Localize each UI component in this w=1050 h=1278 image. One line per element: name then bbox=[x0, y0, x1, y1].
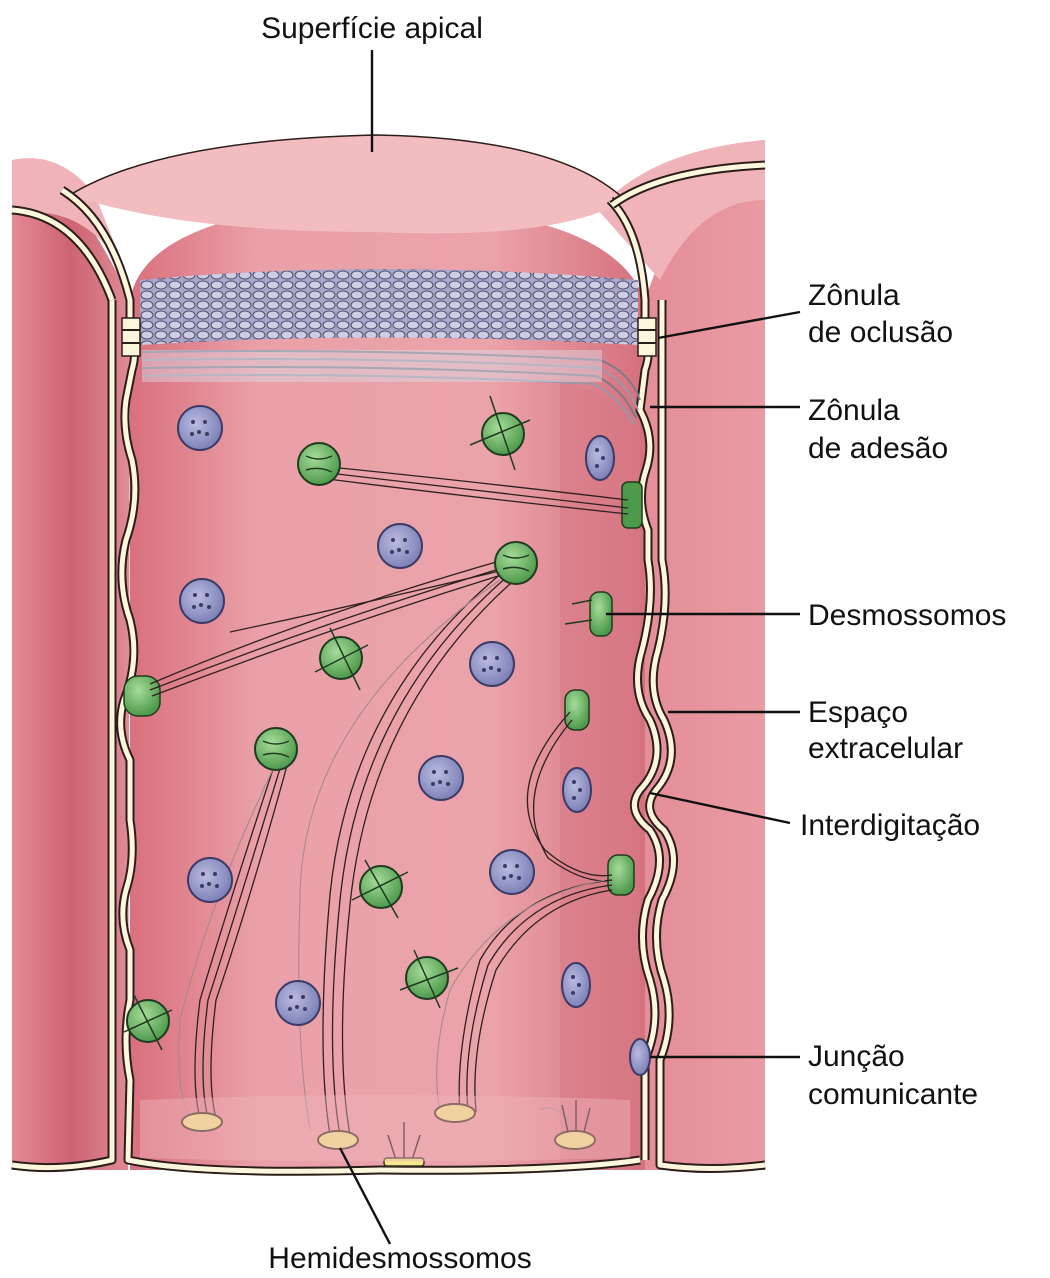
label-extracellular-space-line2: extracelular bbox=[808, 732, 963, 765]
desmosome-disc bbox=[495, 542, 537, 584]
connexon bbox=[378, 524, 422, 568]
label-apical-surface: Superfície apical bbox=[261, 12, 483, 45]
label-adherens-junction-line2: de adesão bbox=[808, 432, 948, 465]
connexon bbox=[419, 756, 463, 800]
connexon bbox=[490, 850, 534, 894]
desmosome-disc bbox=[298, 443, 340, 485]
connexon bbox=[188, 858, 232, 902]
label-extracellular-space-line1: Espaço bbox=[808, 696, 908, 729]
label-interdigitation: Interdigitação bbox=[800, 809, 980, 842]
apical-surface bbox=[70, 135, 625, 233]
connexon bbox=[470, 642, 514, 686]
connexon bbox=[178, 406, 222, 450]
connexon bbox=[563, 768, 591, 812]
desmosome-disc bbox=[255, 728, 297, 770]
tissue-block bbox=[12, 135, 765, 1171]
label-tight-junction-line2: de oclusão bbox=[808, 316, 953, 349]
label-gap-junction-line1: Junção bbox=[808, 1040, 905, 1073]
connexon bbox=[586, 436, 614, 480]
label-tight-junction-line1: Zônula bbox=[808, 279, 900, 312]
label-gap-junction-line2: comunicante bbox=[808, 1078, 978, 1111]
terminal-web-mesh bbox=[140, 269, 638, 345]
label-adherens-junction-line1: Zônula bbox=[808, 394, 900, 427]
connexon bbox=[276, 981, 320, 1025]
label-desmosomes: Desmossomos bbox=[808, 599, 1006, 632]
connexon bbox=[562, 963, 590, 1007]
connexon bbox=[180, 579, 224, 623]
label-hemidesmosomes: Hemidesmossomos bbox=[268, 1242, 531, 1275]
gap-junction-membrane-disc bbox=[630, 1039, 650, 1075]
right-neighbor-cell bbox=[645, 140, 765, 1170]
